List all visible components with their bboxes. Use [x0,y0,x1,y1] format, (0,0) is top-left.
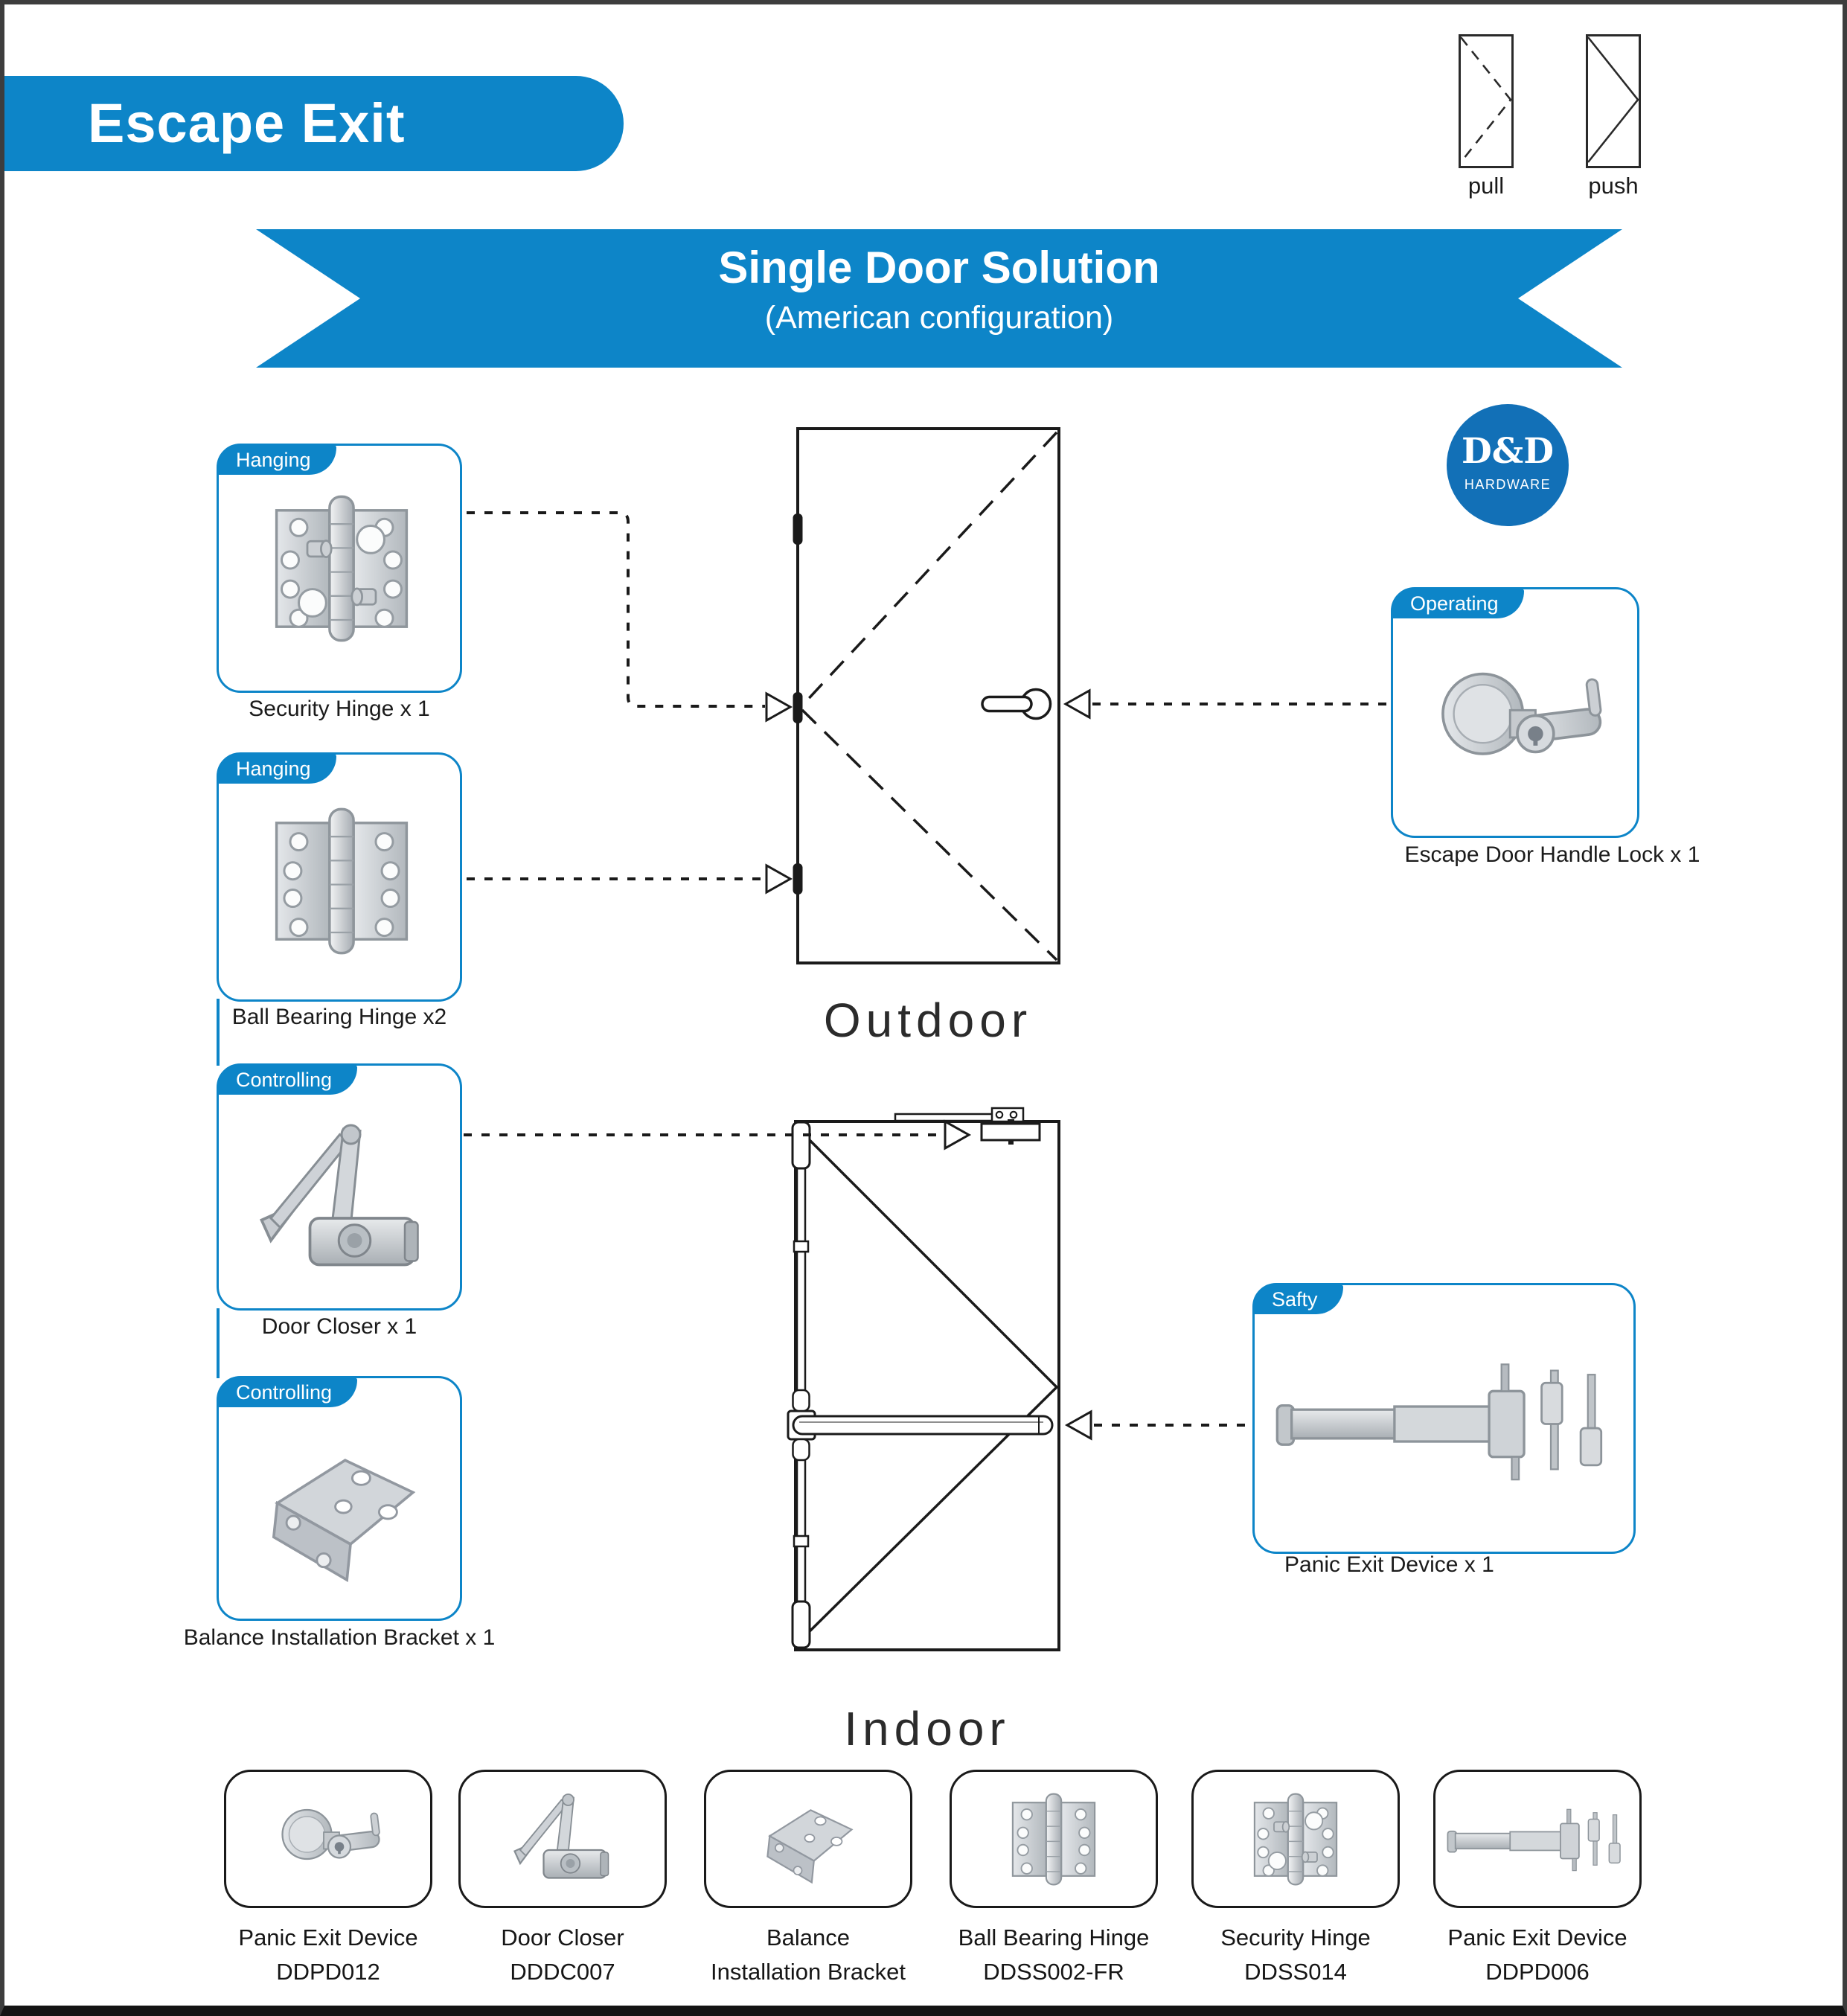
push-door-icon [1586,34,1641,168]
callout-caption: Security Hinge x 1 [249,697,430,721]
title-banner: Escape Exit [4,76,624,171]
callout-connector [217,999,220,1066]
callout-caption: Balance Installation Bracket x 1 [183,1625,496,1650]
product-name: Ball Bearing Hinge [958,1924,1150,1951]
ball-bearing-hinge-icon [275,807,409,955]
callout-security-hinge: Hanging [217,444,462,693]
product-card [950,1770,1158,1908]
callout-caption: Ball Bearing Hinge x2 [231,1005,447,1029]
ribbon-banner [256,229,1622,368]
door-closer-icon [260,1124,420,1267]
product-card [458,1770,667,1908]
callout-door-closer: Controlling [217,1063,462,1311]
product-code: DDSS014 [1244,1959,1347,1985]
callout-tab-hanging: Hanging [218,754,336,784]
product-card [1433,1770,1642,1908]
product-name-line2: Installation Bracket [711,1959,906,1985]
balance-bracket-icon [766,1808,853,1884]
door-closer-icon [513,1793,609,1879]
callout-connector [217,1308,220,1378]
handle-lock-icon [281,1808,382,1860]
leader-arrowheads [765,688,1092,1441]
callout-caption: Escape Door Handle Lock x 1 [1404,842,1700,867]
panic-exit-device-icon [1275,1363,1603,1481]
callout-caption: Door Closer x 1 [261,1314,417,1339]
balance-bracket-icon [272,1459,414,1581]
callout-tab-controlling: Controlling [218,1377,358,1407]
door-diagram [464,427,1389,1651]
callout-balance-bracket: Controlling [217,1376,462,1621]
push-label: push [1588,173,1639,199]
product-name: Door Closer [501,1924,624,1951]
outdoor-section-label: Outdoor [823,993,1033,1047]
indoor-push-bar [792,1415,1054,1436]
pull-door-icon [1459,34,1514,168]
security-hinge-icon [275,495,409,642]
panic-exit-device-icon [1447,1808,1621,1872]
callout-tab-hanging: Hanging [218,445,336,475]
product-name: Panic Exit Device [1447,1924,1627,1951]
indoor-door-closer [894,1107,1041,1145]
outdoor-door-swing-dashed [801,431,1058,961]
product-code: DDSS002-FR [983,1959,1124,1985]
outdoor-door-hinge-marks [793,513,803,895]
brand-logo-name: D&D [1462,431,1554,472]
outdoor-door-handle [981,688,1052,720]
callout-handle-lock: Operating [1391,587,1639,838]
product-card [704,1770,912,1908]
callout-caption: Panic Exit Device x 1 [1284,1552,1494,1577]
product-name: Balance [766,1924,851,1951]
product-code: DDPD006 [1485,1959,1590,1985]
page-title: Escape Exit [88,92,406,154]
brand-logo: D&D HARDWARE [1447,404,1569,526]
product-code: DDPD012 [276,1959,380,1985]
product-name: Panic Exit Device [238,1924,418,1951]
brand-logo-subtitle: HARDWARE [1464,477,1552,492]
indoor-section-label: Indoor [844,1702,1011,1756]
product-card [1191,1770,1400,1908]
callout-tab-controlling: Controlling [218,1065,358,1095]
leader-lines [464,511,1389,1427]
ribbon-title: Single Door Solution [718,243,1160,292]
ball-bearing-hinge-icon [1011,1793,1096,1885]
product-name: Security Hinge [1220,1924,1371,1951]
product-code: DDDC007 [510,1959,615,1985]
callout-ball-bearing-hinge: Hanging [217,752,462,1002]
ribbon-subtitle: (American configuration) [764,300,1114,336]
callout-tab-operating: Operating [1392,589,1524,618]
callout-tab-safty: Safty [1254,1284,1343,1314]
pull-label: pull [1467,173,1505,199]
security-hinge-icon [1253,1793,1338,1885]
handle-lock-icon [1441,672,1605,755]
callout-panic-exit-device: Safty [1252,1283,1636,1554]
indoor-door-swing-solid [805,1136,1059,1636]
indoor-door-frame [794,1120,1060,1651]
product-card [224,1770,432,1908]
